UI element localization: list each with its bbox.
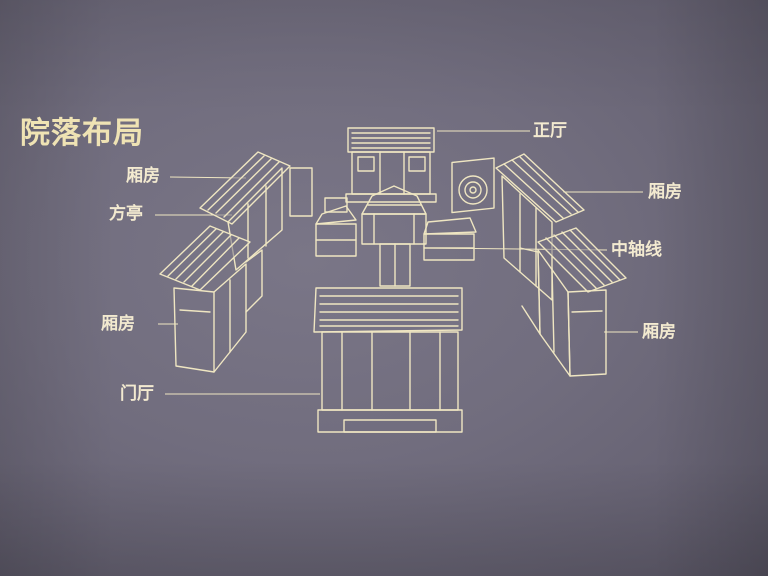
label-wing-upper-right: 厢房 — [648, 182, 682, 202]
label-wing-upper-left: 厢房 — [126, 166, 160, 186]
label-pavilion: 方亭 — [109, 204, 143, 224]
wing-lower-right-building — [519, 227, 627, 377]
label-wing-lower-left: 厢房 — [101, 314, 135, 334]
side-pavilions — [289, 167, 477, 261]
label-axis: 中轴线 — [611, 240, 662, 260]
label-wing-lower-right: 厢房 — [642, 322, 676, 342]
wing-upper-right-building — [495, 153, 585, 301]
pavilion-building — [361, 185, 427, 287]
label-gate-hall: 门厅 — [120, 384, 154, 404]
screen-wall — [451, 157, 495, 214]
diagram-title: 院落布局 — [20, 116, 144, 151]
main-hall-building — [345, 127, 437, 203]
gate-hall-building — [313, 287, 463, 433]
wing-lower-left-building — [159, 225, 263, 373]
label-main-hall: 正厅 — [533, 121, 567, 141]
